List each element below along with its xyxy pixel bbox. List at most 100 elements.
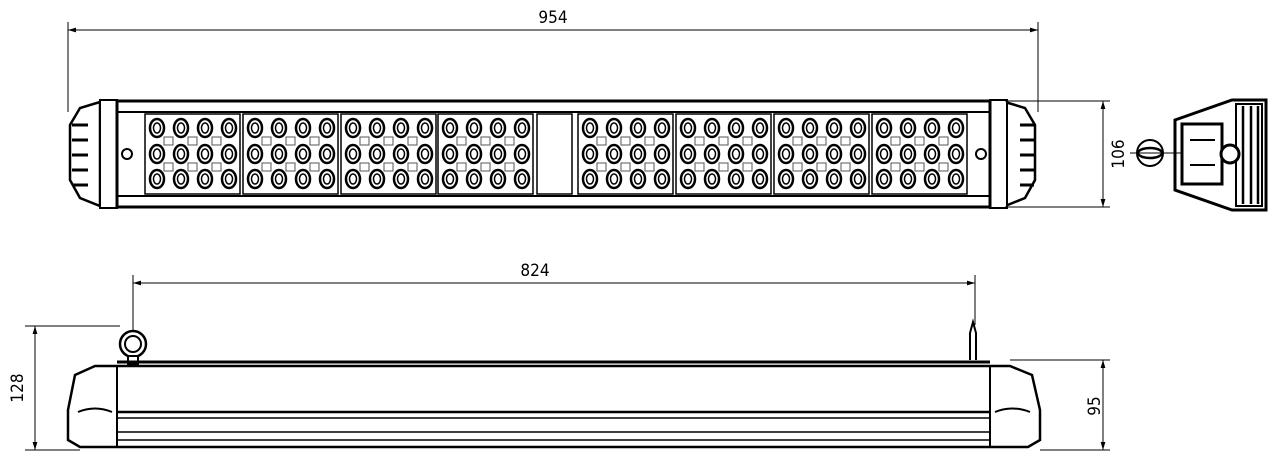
led-lens bbox=[513, 168, 531, 190]
led-lens bbox=[875, 143, 893, 165]
led-lens bbox=[294, 168, 312, 190]
led-lens bbox=[344, 168, 362, 190]
led-lens bbox=[368, 117, 386, 139]
led-lens bbox=[148, 143, 166, 165]
led-lens bbox=[392, 168, 410, 190]
led-lens bbox=[653, 168, 671, 190]
mount-hole-right bbox=[975, 148, 987, 160]
led-lens bbox=[849, 117, 867, 139]
led-lens bbox=[605, 143, 623, 165]
led-lens bbox=[923, 117, 941, 139]
led-lens bbox=[801, 117, 819, 139]
led-lens bbox=[777, 168, 795, 190]
side-view bbox=[25, 275, 1110, 451]
led-module bbox=[773, 113, 870, 195]
led-module bbox=[340, 113, 437, 195]
led-lens bbox=[727, 168, 745, 190]
top-view bbox=[67, 22, 1110, 209]
led-lens bbox=[653, 143, 671, 165]
led-lens bbox=[849, 143, 867, 165]
led-lens bbox=[416, 143, 434, 165]
led-lens bbox=[923, 143, 941, 165]
led-lens bbox=[220, 168, 238, 190]
led-lens bbox=[294, 143, 312, 165]
led-lens bbox=[196, 117, 214, 139]
led-lens bbox=[947, 168, 965, 190]
led-lens bbox=[196, 143, 214, 165]
led-lens bbox=[653, 117, 671, 139]
led-module bbox=[675, 113, 772, 195]
led-lens bbox=[727, 117, 745, 139]
led-lens bbox=[148, 168, 166, 190]
led-lens bbox=[441, 117, 459, 139]
led-lens bbox=[441, 168, 459, 190]
led-module bbox=[242, 113, 339, 195]
led-lens bbox=[825, 168, 843, 190]
led-lens bbox=[172, 143, 190, 165]
led-lens bbox=[703, 168, 721, 190]
led-lens bbox=[629, 117, 647, 139]
led-lens bbox=[392, 143, 410, 165]
dimension-label-95: 95 bbox=[1085, 396, 1105, 415]
led-lens bbox=[513, 143, 531, 165]
led-lens bbox=[801, 168, 819, 190]
led-lens bbox=[751, 117, 769, 139]
led-lens bbox=[318, 117, 336, 139]
led-lens bbox=[875, 168, 893, 190]
led-lens bbox=[777, 117, 795, 139]
led-lens bbox=[246, 143, 264, 165]
center-plate bbox=[536, 113, 573, 195]
led-lens bbox=[246, 168, 264, 190]
led-lens bbox=[318, 143, 336, 165]
led-lens bbox=[899, 117, 917, 139]
led-lens bbox=[923, 168, 941, 190]
led-module bbox=[144, 113, 241, 195]
led-lens bbox=[416, 117, 434, 139]
led-lens bbox=[441, 143, 459, 165]
end-view bbox=[1130, 98, 1268, 212]
led-lens bbox=[270, 168, 288, 190]
led-lens bbox=[581, 117, 599, 139]
led-lens bbox=[629, 143, 647, 165]
led-lens bbox=[513, 117, 531, 139]
mount-hole-left bbox=[121, 148, 133, 160]
led-lens bbox=[899, 168, 917, 190]
led-lens bbox=[825, 117, 843, 139]
led-lens bbox=[825, 143, 843, 165]
led-module bbox=[577, 113, 674, 195]
led-lens bbox=[489, 117, 507, 139]
dimension-label-106: 106 bbox=[1109, 139, 1129, 168]
led-lens bbox=[270, 117, 288, 139]
housing-side-view bbox=[66, 364, 1042, 449]
led-lens bbox=[703, 117, 721, 139]
led-lens bbox=[172, 117, 190, 139]
led-lens bbox=[679, 117, 697, 139]
led-lens bbox=[581, 168, 599, 190]
led-lens bbox=[605, 168, 623, 190]
led-lens bbox=[344, 117, 362, 139]
led-lens bbox=[465, 117, 483, 139]
led-lens bbox=[196, 168, 214, 190]
led-lens bbox=[465, 168, 483, 190]
led-lens bbox=[392, 117, 410, 139]
led-lens bbox=[270, 143, 288, 165]
led-lens bbox=[318, 168, 336, 190]
led-lens bbox=[416, 168, 434, 190]
led-lens bbox=[727, 143, 745, 165]
led-lens bbox=[344, 143, 362, 165]
led-lens bbox=[489, 168, 507, 190]
led-lens bbox=[220, 117, 238, 139]
led-lens bbox=[220, 143, 238, 165]
led-lens bbox=[368, 143, 386, 165]
led-lens bbox=[849, 168, 867, 190]
led-lens bbox=[489, 143, 507, 165]
led-lens bbox=[605, 117, 623, 139]
led-lens bbox=[899, 143, 917, 165]
led-lens bbox=[875, 117, 893, 139]
dimension-label-954: 954 bbox=[538, 8, 567, 28]
led-lens bbox=[294, 117, 312, 139]
led-lens bbox=[172, 168, 190, 190]
led-lens bbox=[801, 143, 819, 165]
led-lens bbox=[679, 143, 697, 165]
